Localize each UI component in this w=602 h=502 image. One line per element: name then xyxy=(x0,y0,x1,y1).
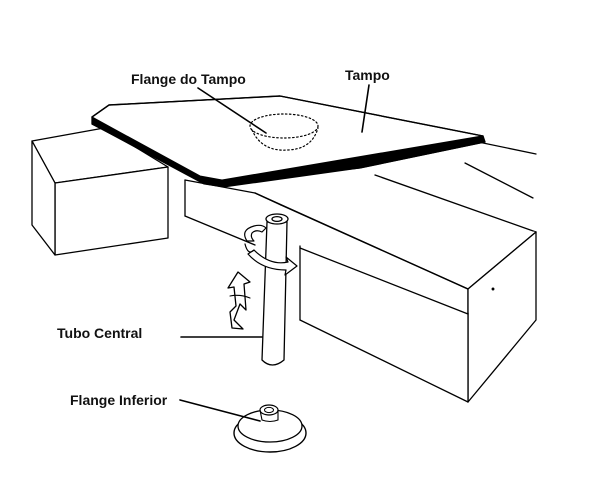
label-tampo: Tampo xyxy=(345,67,390,83)
left-base-block xyxy=(31,127,169,256)
rotation-arrow-icon xyxy=(244,224,298,276)
flange-inferior xyxy=(233,404,307,453)
label-tubo-central: Tubo Central xyxy=(57,325,143,341)
leader-tampo xyxy=(361,84,370,133)
leader-flange-tampo xyxy=(197,87,267,134)
leader-lines xyxy=(179,84,370,422)
tampo-top xyxy=(91,95,486,188)
flange-tampo-dotted xyxy=(249,113,319,151)
leader-flange-inferior xyxy=(179,399,261,422)
label-flange-do-tampo: Flange do Tampo xyxy=(131,71,246,87)
label-flange-inferior: Flange Inferior xyxy=(70,392,168,408)
double-vertical-arrow-icon xyxy=(227,271,251,330)
tubo-central xyxy=(261,213,289,366)
